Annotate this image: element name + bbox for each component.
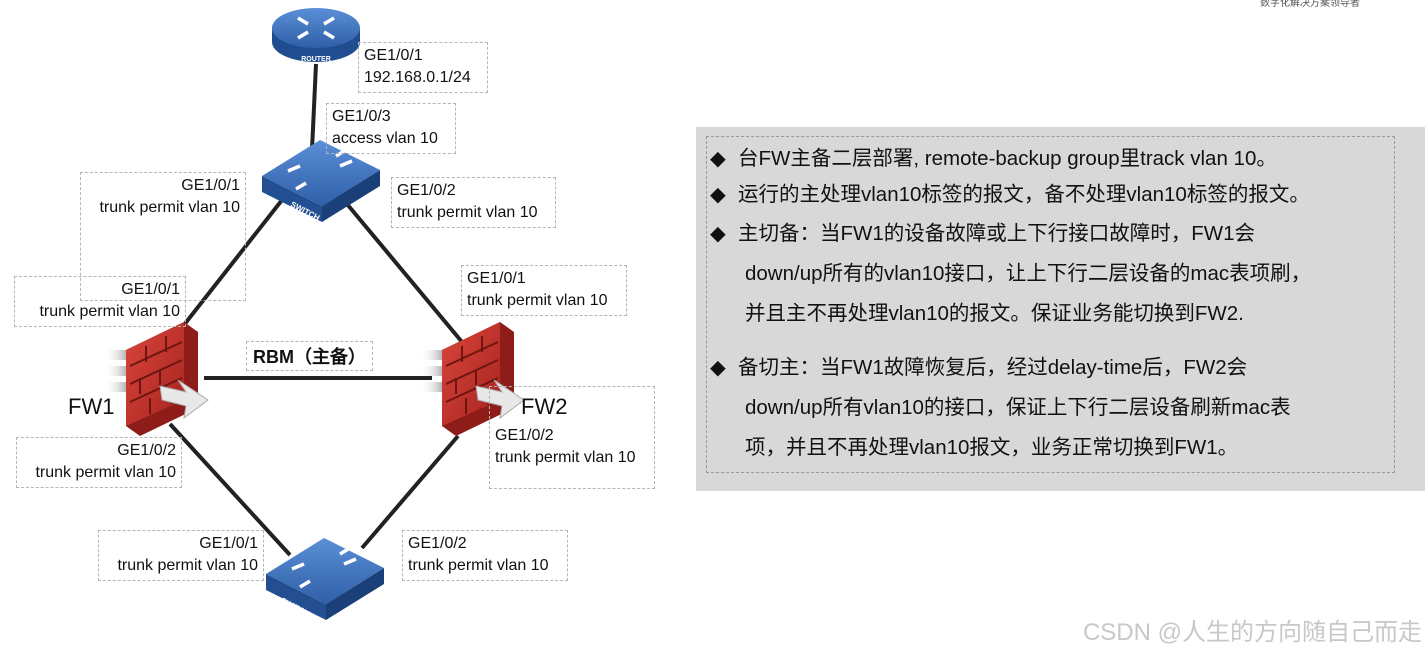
description-panel: ◆台FW主备二层部署, remote-backup group里track vl… <box>696 127 1425 491</box>
bullet-diamond-icon: ◆ <box>710 183 726 206</box>
link-switch-fw1 <box>178 198 284 332</box>
rbm-label: RBM（主备） <box>246 341 373 371</box>
firewall-fw2-icon <box>420 322 525 436</box>
bullet-item-2: ◆运行的主处理vlan10标签的报文，备不处理vlan10标签的报文。 <box>710 175 1310 215</box>
fw1-name: FW1 <box>68 394 115 419</box>
firewall-fw1-icon <box>104 322 209 436</box>
link-switch-fw2 <box>340 196 464 344</box>
fw2-name: FW2 <box>521 394 568 419</box>
link-fw2-switch <box>360 434 460 550</box>
bullet-item-1: ◆台FW主备二层部署, remote-backup group里track vl… <box>710 139 1277 179</box>
switch-bottom-icon: SWITCH <box>266 538 384 620</box>
bullet-diamond-icon: ◆ <box>710 356 726 379</box>
bullet-item-3: ◆主切备：当FW1的设备故障或上下行接口故障时，FW1会 down/up所有的v… <box>710 214 1311 334</box>
bullet-diamond-icon: ◆ <box>710 222 726 245</box>
bullet-diamond-icon: ◆ <box>710 147 726 170</box>
csdn-watermark: CSDN @人生的方向随自己而走 <box>1082 619 1422 646</box>
brand-text: 数字化解决方案领导者 <box>1260 0 1360 9</box>
network-diagram: ROUTER SWITCH SWITCH <box>104 8 525 620</box>
description-panel-border <box>706 136 1395 473</box>
router-icon: ROUTER <box>272 8 360 63</box>
link-fw1-switch <box>168 422 292 557</box>
link-router-switch <box>310 63 318 151</box>
bullet-item-4: ◆备切主：当FW1故障恢复后，经过delay-time后，FW2会 down/u… <box>710 348 1291 468</box>
router-badge: ROUTER <box>301 56 331 63</box>
